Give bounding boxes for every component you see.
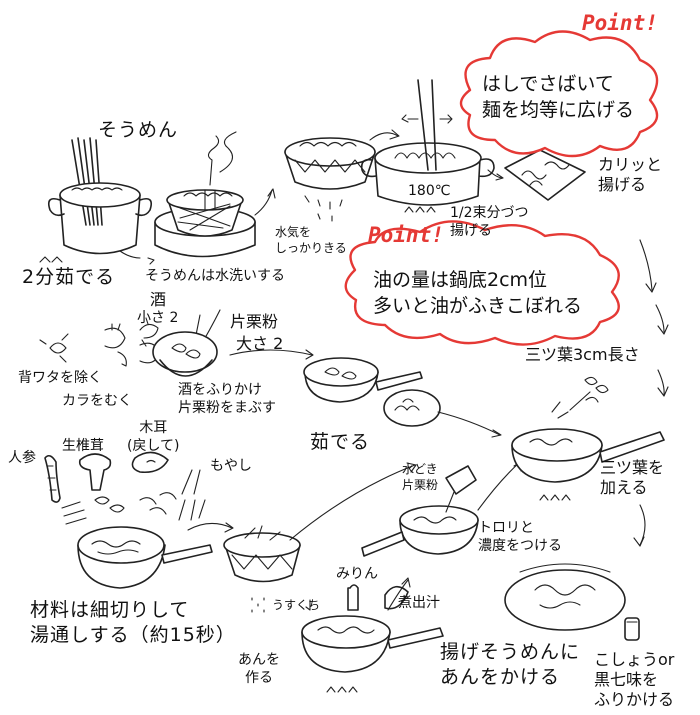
pepper-label: こしょうor 黒七味を ふりかける xyxy=(594,650,675,709)
add-mitsuba-label: 三ツ葉を 加える xyxy=(600,458,665,497)
moyashi-label: もやし xyxy=(210,458,252,474)
somen-title: そうめん xyxy=(98,119,179,141)
final-plate-illustration xyxy=(504,504,646,641)
mitsuba-3cm-label: 三ツ葉3cm長さ xyxy=(525,345,640,364)
mizutoki-katakuri-label: 水どき 片栗粉 xyxy=(402,462,439,492)
final-wok-illustration xyxy=(511,428,665,501)
sauce-pan-illustration xyxy=(301,577,444,693)
sake-amount: 小さ 2 xyxy=(137,310,179,326)
drain-label: 水気を しっかりきる xyxy=(275,225,347,255)
temperature-label: 180℃ xyxy=(408,183,451,199)
veggie-colander-illustration xyxy=(223,462,417,583)
point2-cloud xyxy=(344,220,620,346)
usukuchi-label: うすくち xyxy=(272,598,321,612)
mirin-label: みりん xyxy=(336,566,378,582)
seasonings-illustration xyxy=(251,584,409,613)
wash-somen-label: そうめんは水洗いする xyxy=(145,268,285,284)
kikurage-label: 木耳 (戻して) xyxy=(127,420,180,454)
thicken-label: トロリと 濃度をつける xyxy=(478,520,562,554)
shrimp-boil-pans-illustration xyxy=(303,357,502,438)
carrot-label: 人参 xyxy=(8,450,36,466)
peel-label: カラをむく xyxy=(62,393,132,409)
point2-text: 油の量は鍋底2cm位 多いと油がふきこぼれる xyxy=(373,269,583,317)
dashi-label: 煮出汁 xyxy=(398,595,440,611)
half-bundle-label: 1/2束分づつ 揚げる xyxy=(450,205,529,239)
crispy-fry-label: カリッと 揚げる xyxy=(598,155,663,194)
boil2-label: 茹でる xyxy=(310,431,371,453)
boiling-pot-illustration xyxy=(39,137,155,265)
pour-an-label: 揚げそうめんに あんをかける xyxy=(440,641,581,688)
shiitake-label: 生椎茸 xyxy=(62,438,104,454)
shrimp-bowl-illustration xyxy=(152,331,314,377)
devein-label: 背ワタを除く xyxy=(18,370,102,386)
point2-tag: Point! xyxy=(368,223,444,247)
mitsuba-illustration xyxy=(551,376,609,419)
fried-somen-plate-illustration xyxy=(487,149,586,201)
make-an-label: あんを 作る xyxy=(238,652,280,686)
deep-fry-pot-illustration xyxy=(360,79,495,213)
drain-colander-illustration xyxy=(284,129,400,222)
blanching-pan-illustration xyxy=(77,522,234,589)
katakuri-label: 片栗粉 xyxy=(230,312,279,331)
point1-cloud xyxy=(459,30,659,158)
katakuri-amount: 大さ 2 xyxy=(236,334,284,353)
point1-tag: Point! xyxy=(582,11,658,35)
boil-2min-label: 2分茹でる xyxy=(22,266,116,288)
cut-blanch-label: 材料は細切りして 湯通しする（約15秒） xyxy=(30,599,236,646)
colander-wash-illustration xyxy=(154,131,276,258)
vegetables-illustration xyxy=(44,451,206,525)
sake-label: 酒 xyxy=(150,290,167,309)
point1-text: はしでさばいて 麺を均等に広げる xyxy=(482,73,635,121)
sake-coat-label: 酒をふりかけ 片栗粉をまぶす xyxy=(178,382,276,416)
